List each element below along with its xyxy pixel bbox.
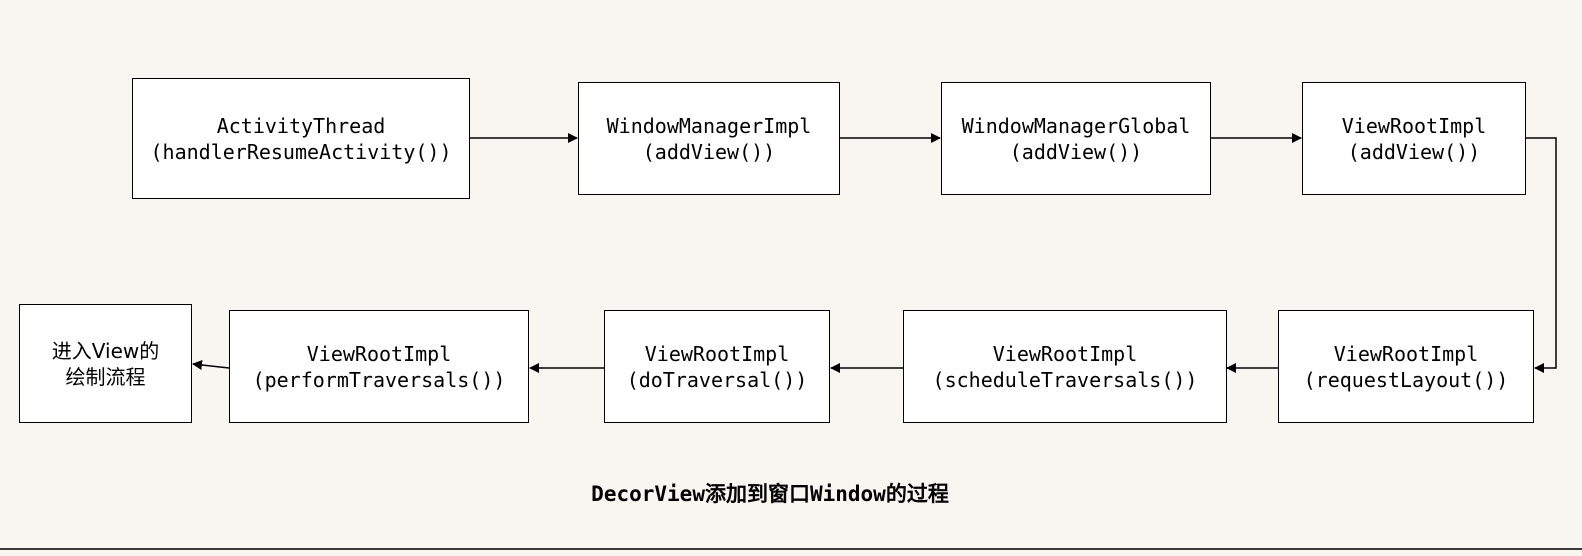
node-do-traversal-name: ViewRootImpl	[644, 341, 790, 366]
node-view-root-impl-schedule-traversals: ViewRootImpl (scheduleTraversals())	[903, 310, 1227, 423]
node-window-manager-global: WindowManagerGlobal (addView())	[941, 82, 1211, 195]
node-enter-view-drawing-line2: 绘制流程	[65, 364, 146, 389]
node-view-root-impl-add-view: ViewRootImpl (addView())	[1302, 82, 1526, 195]
node-view-root-impl-request-layout: ViewRootImpl (requestLayout())	[1278, 310, 1534, 423]
node-request-layout-call: (requestLayout())	[1303, 367, 1509, 392]
node-activity-thread-name: ActivityThread	[216, 113, 386, 138]
node-window-manager-global-name: WindowManagerGlobal	[961, 113, 1191, 138]
arrow-add-view-to-request-layout	[1526, 137, 1557, 373]
node-schedule-traversals-name: ViewRootImpl	[992, 341, 1138, 366]
node-schedule-traversals-call: (scheduleTraversals())	[932, 367, 1198, 392]
node-perform-traversals-name: ViewRootImpl	[306, 341, 452, 366]
node-view-root-impl-perform-traversals: ViewRootImpl (performTraversals())	[229, 310, 529, 423]
node-view-root-impl-do-traversal: ViewRootImpl (doTraversal())	[604, 310, 830, 423]
node-window-manager-impl: WindowManagerImpl (addView())	[578, 82, 840, 195]
node-perform-traversals-call: (performTraversals())	[252, 367, 506, 392]
node-view-root-impl-add-view-call: (addView())	[1347, 139, 1481, 164]
node-window-manager-impl-call: (addView())	[642, 139, 776, 164]
node-activity-thread-call: (handlerResumeActivity())	[150, 139, 452, 164]
node-window-manager-global-call: (addView())	[1009, 139, 1143, 164]
node-window-manager-impl-name: WindowManagerImpl	[606, 113, 812, 138]
node-request-layout-name: ViewRootImpl	[1333, 341, 1479, 366]
node-enter-view-drawing-line1: 进入View的	[51, 338, 160, 363]
node-enter-view-drawing: 进入View的 绘制流程	[19, 304, 192, 423]
node-do-traversal-call: (doTraversal())	[626, 367, 808, 392]
node-activity-thread: ActivityThread (handlerResumeActivity())	[132, 78, 470, 199]
node-view-root-impl-add-view-name: ViewRootImpl	[1341, 113, 1487, 138]
diagram-caption: DecorView添加到窗口Window的过程	[591, 482, 949, 506]
arrow-perform-traversals-to-view-drawing	[192, 360, 230, 370]
bottom-divider	[0, 548, 1582, 550]
